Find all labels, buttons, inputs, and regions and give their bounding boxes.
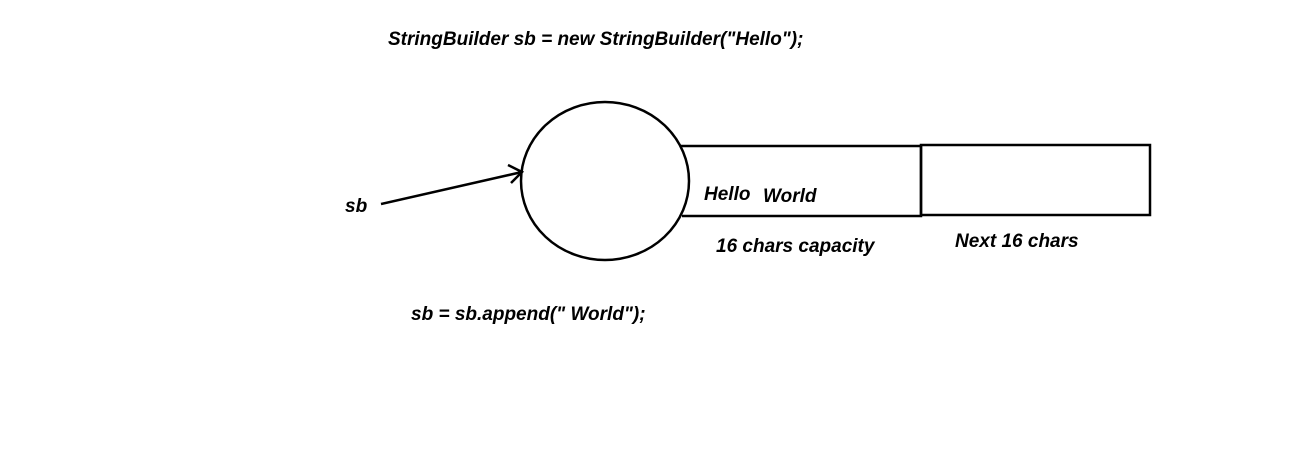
buffer-text-world: World [763,186,817,207]
capacity-box-next [919,143,1152,217]
buffer-text-hello: Hello [704,184,751,205]
next-capacity-label: Next 16 chars [955,231,1079,252]
code-line-append: sb = sb.append(" World"); [411,304,646,325]
code-line-constructor: StringBuilder sb = new StringBuilder("He… [388,29,804,50]
capacity-label: 16 chars capacity [716,236,875,257]
reference-label: sb [345,196,368,217]
object-circle [519,100,691,262]
reference-arrow-head [507,163,525,184]
reference-arrow-line [380,170,523,206]
